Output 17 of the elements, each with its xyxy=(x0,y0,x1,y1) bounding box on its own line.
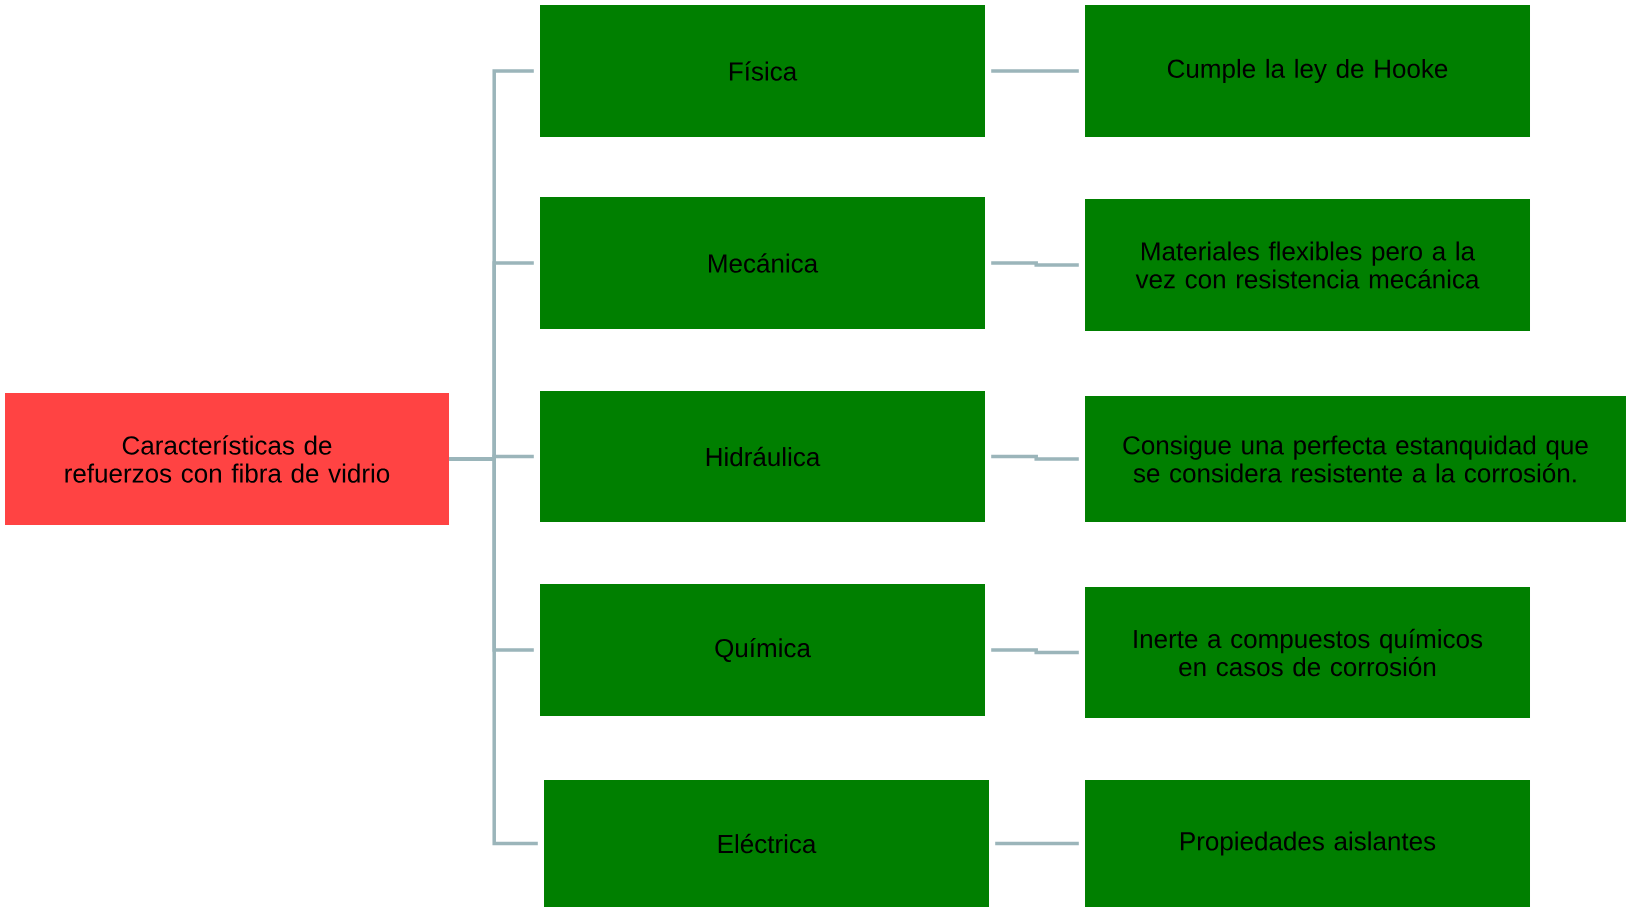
root-box: Características de refuerzos con fibra de vidrio xyxy=(5,393,449,525)
category-box: Eléctrica xyxy=(544,780,989,907)
category-box: Hidráulica xyxy=(540,391,985,522)
connector-line xyxy=(991,261,1079,267)
connector-line xyxy=(995,841,1079,846)
connector-line xyxy=(991,69,1079,73)
description-box: Propiedades aislantes xyxy=(1085,780,1530,907)
description-box: Inerte a compuestos químicos en casos de corrosión xyxy=(1085,587,1530,718)
connector-line xyxy=(449,457,538,846)
category-box: Química xyxy=(540,584,985,716)
description-box: Cumple la ley de Hooke xyxy=(1085,5,1530,137)
category-box: Mecánica xyxy=(540,197,985,329)
connector-line xyxy=(991,648,1079,655)
description-box: Consigue una perfecta estanquidad que se considera resistente a la corrosión. xyxy=(1085,396,1626,522)
category-box: Física xyxy=(540,5,985,137)
description-box: Materiales flexibles pero a la vez con resistencia mecánica xyxy=(1085,199,1530,331)
connector-line xyxy=(991,454,1079,461)
